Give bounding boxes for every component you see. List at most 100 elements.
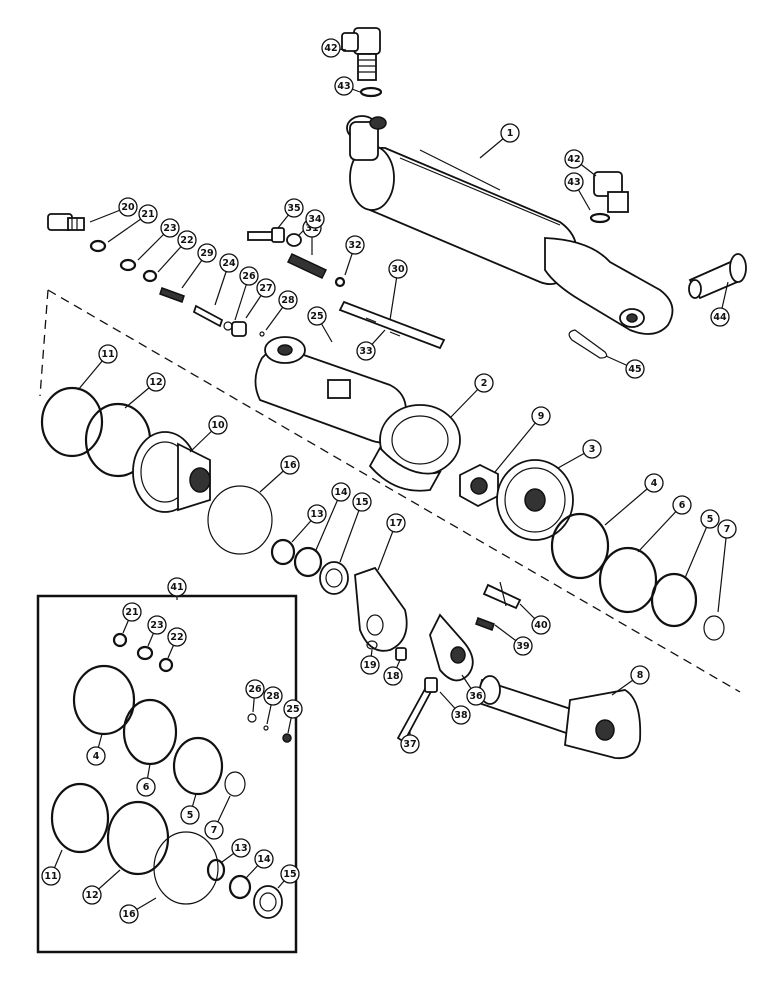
callout-circle bbox=[531, 615, 551, 635]
callout-c2: 2 bbox=[474, 373, 494, 393]
callout-label: 34 bbox=[308, 214, 322, 225]
callout-circle bbox=[625, 359, 645, 379]
callout-label: 41 bbox=[170, 582, 183, 593]
callout-k15: 15 bbox=[280, 864, 300, 884]
kit-backup-ring-14-part bbox=[228, 874, 252, 900]
callout-circle bbox=[710, 307, 730, 327]
o-ring-7-part bbox=[703, 615, 725, 641]
screw-35-part bbox=[247, 227, 285, 243]
kit-plug-25-part bbox=[282, 733, 292, 743]
leader-line-c15 bbox=[339, 501, 363, 563]
callout-c37: 37 bbox=[400, 734, 420, 754]
callout-c45: 45 bbox=[625, 359, 645, 379]
callout-circle bbox=[180, 805, 200, 825]
callout-c22: 22 bbox=[177, 230, 197, 250]
backup-ring-5-part bbox=[650, 572, 698, 628]
callout-circle bbox=[167, 577, 187, 597]
callout-circle bbox=[644, 473, 664, 493]
rod-30-part bbox=[338, 300, 446, 350]
elbow-fitting-right-part bbox=[593, 171, 629, 213]
callout-k13: 13 bbox=[231, 838, 251, 858]
callout-circle bbox=[280, 864, 300, 884]
seal-kit-box bbox=[36, 594, 298, 954]
callout-circle bbox=[305, 209, 325, 229]
callout-circle bbox=[160, 218, 180, 238]
lock-washer-19-part bbox=[366, 640, 378, 650]
callout-label: 10 bbox=[211, 420, 225, 431]
callout-circle bbox=[280, 455, 300, 475]
callout-c42b: 42 bbox=[564, 149, 584, 169]
callout-label: 22 bbox=[170, 632, 183, 643]
callout-label: 6 bbox=[679, 500, 686, 511]
plug-27-part bbox=[231, 321, 247, 337]
callout-c36: 36 bbox=[466, 686, 486, 706]
clevis-pin-part bbox=[688, 253, 747, 300]
kit-o-ring-13-part bbox=[206, 858, 226, 882]
callout-label: 45 bbox=[628, 364, 641, 375]
callout-circle bbox=[531, 406, 551, 426]
callout-c8: 8 bbox=[630, 665, 650, 685]
spring-31-part bbox=[286, 253, 328, 279]
callout-label: 43 bbox=[567, 177, 580, 188]
callout-c24: 24 bbox=[219, 253, 239, 273]
pin-33a-part bbox=[365, 317, 377, 323]
callout-k16: 16 bbox=[119, 904, 139, 924]
callout-c17: 17 bbox=[386, 513, 406, 533]
leader-line-c5 bbox=[684, 518, 711, 579]
washer-23-part bbox=[119, 258, 137, 272]
leader-line-c9 bbox=[494, 415, 542, 473]
callout-c29: 29 bbox=[197, 243, 217, 263]
nut-38-part bbox=[424, 677, 438, 693]
callout-k4: 4 bbox=[86, 746, 106, 766]
callout-label: 16 bbox=[283, 460, 297, 471]
callout-k28: 28 bbox=[263, 686, 283, 706]
callout-label: 35 bbox=[287, 203, 300, 214]
callout-layer: 1234567891011121314151617181920212223242… bbox=[41, 38, 737, 924]
o-ring-6-part bbox=[598, 546, 658, 614]
dashed-assembly-outline bbox=[39, 289, 741, 693]
callout-c42a: 42 bbox=[321, 38, 341, 58]
callout-circle bbox=[239, 266, 259, 286]
nut-34-part bbox=[286, 233, 302, 247]
callout-circle bbox=[138, 204, 158, 224]
callout-label: 15 bbox=[283, 869, 296, 880]
wiper-15-part bbox=[319, 561, 349, 595]
washer-21-part bbox=[89, 239, 107, 253]
callout-label: 26 bbox=[248, 684, 262, 695]
callout-circle bbox=[147, 615, 167, 635]
callout-c34: 34 bbox=[305, 209, 325, 229]
wear-ring-4-part bbox=[550, 512, 610, 580]
callout-k25: 25 bbox=[283, 699, 303, 719]
callout-label: 31 bbox=[305, 223, 318, 234]
leader-line-c6 bbox=[637, 504, 683, 553]
callout-label: 4 bbox=[651, 478, 658, 489]
callout-circle bbox=[451, 705, 471, 725]
callout-label: 38 bbox=[454, 710, 468, 721]
callout-c18: 18 bbox=[383, 666, 403, 686]
callout-circle bbox=[630, 665, 650, 685]
cotter-pin-part bbox=[568, 329, 608, 359]
callout-label: 16 bbox=[122, 909, 136, 920]
callout-label: 9 bbox=[538, 411, 545, 422]
callout-c19: 19 bbox=[360, 655, 380, 675]
callout-k7: 7 bbox=[204, 820, 224, 840]
callout-label: 17 bbox=[389, 518, 402, 529]
callout-c9: 9 bbox=[531, 406, 551, 426]
pin-33b-part bbox=[389, 331, 401, 337]
callout-label: 4 bbox=[93, 751, 100, 762]
kit-ball-28-part bbox=[263, 725, 269, 731]
callout-label: 13 bbox=[234, 843, 247, 854]
callout-c13: 13 bbox=[307, 504, 327, 524]
callout-label: 44 bbox=[713, 312, 727, 323]
callout-c11: 11 bbox=[98, 344, 118, 364]
callout-label: 6 bbox=[143, 782, 150, 793]
callout-label: 18 bbox=[386, 671, 400, 682]
callout-circle bbox=[283, 699, 303, 719]
callout-circle bbox=[383, 666, 403, 686]
callout-circle bbox=[197, 243, 217, 263]
kit-wiper-15-part bbox=[253, 885, 283, 919]
callout-c35: 35 bbox=[284, 198, 304, 218]
callout-circle bbox=[82, 885, 102, 905]
kit-wear-ring-4-part bbox=[72, 664, 136, 736]
